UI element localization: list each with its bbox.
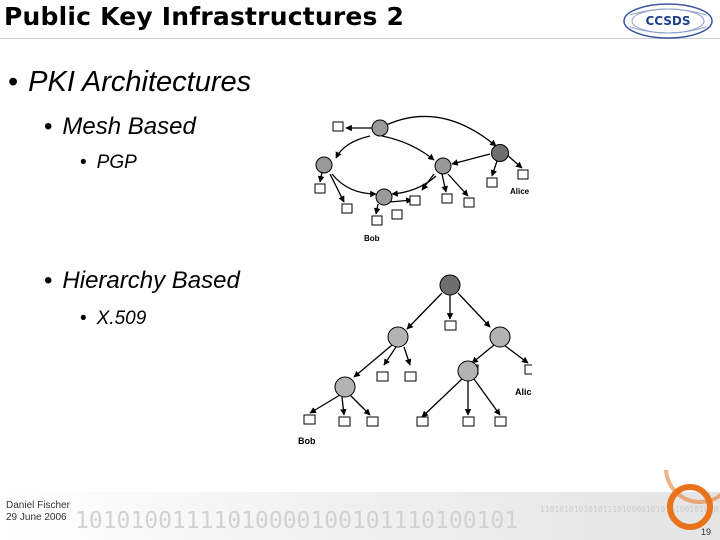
bullet-pgp: • PGP <box>80 152 137 174</box>
bullet-text: PGP <box>96 152 137 173</box>
bullet-dot-icon: • <box>80 308 87 329</box>
bullet-text: PKI Architectures <box>28 66 252 98</box>
logo-text: CCSDS <box>645 14 690 28</box>
mesh-bob-label: Bob <box>364 234 380 243</box>
tree-alice-label: Alice <box>515 387 532 397</box>
page-number: 19 <box>701 527 712 537</box>
mesh-diagram-svg: Alice Bob <box>314 115 530 243</box>
tree-bob-label: Bob <box>298 436 316 446</box>
bullet-dot-icon: • <box>80 152 87 173</box>
bullet-hierarchy-based: • Hierarchy Based <box>44 267 240 295</box>
footer-author: Daniel Fischer <box>6 500 70 511</box>
title-divider <box>0 38 720 39</box>
footer-decoration: 10101001111010000100101110100101 1101010… <box>0 470 720 540</box>
footer-date: 29 June 2006 <box>6 512 67 523</box>
ccsds-logo: CCSDS <box>623 3 713 39</box>
bullet-dot-icon: • <box>44 113 53 140</box>
binary-pattern-small: 1101010101010111010000101010100101010101… <box>540 505 720 514</box>
binary-pattern: 10101001111010000100101110100101 <box>75 508 518 534</box>
bullet-dot-icon: • <box>8 66 19 98</box>
hierarchy-diagram: Alice Bob <box>278 265 537 451</box>
bullet-mesh-based: • Mesh Based <box>44 113 196 141</box>
mesh-diagram: Alice Bob <box>278 102 532 262</box>
bullet-text: Hierarchy Based <box>62 267 240 294</box>
bullet-text: Mesh Based <box>62 113 196 140</box>
bullet-pki-architectures: • PKI Architectures <box>8 66 251 99</box>
bullet-x509: • X.509 <box>80 308 146 330</box>
bullet-dot-icon: • <box>44 267 53 294</box>
slide-title: Public Key Infrastructures 2 <box>4 2 405 31</box>
mesh-alice-label: Alice <box>510 187 530 196</box>
hierarchy-diagram-svg: Alice Bob <box>298 274 537 446</box>
bullet-text: X.509 <box>96 308 147 329</box>
